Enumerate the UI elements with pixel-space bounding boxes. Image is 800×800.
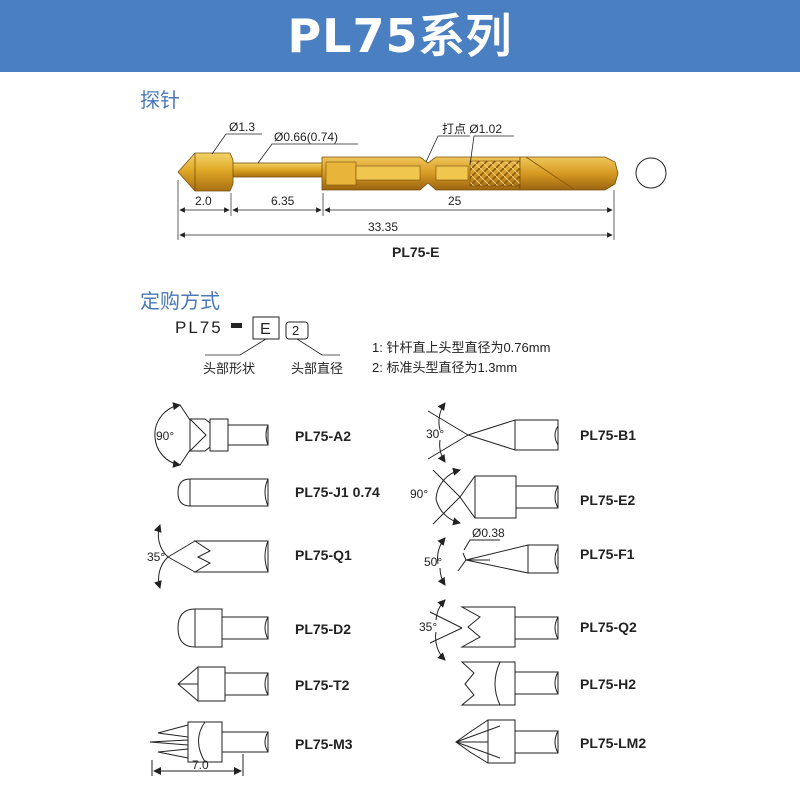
crown-spike-tip-icon xyxy=(149,721,269,776)
section-probe-heading: 探针 xyxy=(140,88,180,112)
tip-name-j1: PL75-J1 0.74 xyxy=(295,484,380,500)
flat-point-tip-icon xyxy=(437,537,559,586)
order-code-1: E xyxy=(260,321,271,338)
order-prefix: PL75 xyxy=(175,318,223,337)
angle-b1: 30° xyxy=(426,427,444,441)
chisel-tip-icon xyxy=(177,666,269,702)
tip-name-lm2: PL75-LM2 xyxy=(580,735,646,751)
tip-name-m3: PL75-M3 xyxy=(295,736,353,752)
flat-crown-tip-icon xyxy=(460,661,559,706)
cone-tip-icon xyxy=(154,402,269,468)
tip-name-t2: PL75-T2 xyxy=(295,677,350,693)
dim-m3-length: 7.0 xyxy=(192,758,209,772)
round-tip-icon xyxy=(177,478,269,507)
serrated-tip-icon xyxy=(153,524,269,589)
dim-press-point: 打点 Ø1.02 xyxy=(442,122,502,136)
dim-head-length: 2.0 xyxy=(195,194,212,208)
dim-f1-diameter: Ø0.38 xyxy=(472,526,505,540)
tip-name-h2: PL75-H2 xyxy=(580,676,636,692)
probe-top-dims xyxy=(211,133,514,166)
probe-drawing xyxy=(177,152,667,192)
order-note-1: 1: 针杆直上头型直径为0.76mm xyxy=(372,340,550,355)
tip-name-q1: PL75-Q1 xyxy=(295,547,352,563)
tip-name-e2: PL75-E2 xyxy=(580,492,635,508)
dim-barrel-length: 25 xyxy=(448,194,462,208)
order-code-2: 2 xyxy=(292,323,299,338)
end-view-circle xyxy=(635,157,667,189)
section-order-heading: 定购方式 xyxy=(140,289,220,313)
angle-q1: 35° xyxy=(147,550,165,564)
label-head-diameter: 头部直径 xyxy=(291,361,343,376)
dim-head-diameter: Ø1.3 xyxy=(229,120,255,134)
star-tip-icon xyxy=(455,719,559,764)
dim-shaft-diameter: Ø0.66(0.74) xyxy=(274,130,338,144)
probe-model-label: PL75-E xyxy=(392,244,439,260)
wide-cone-tip-icon xyxy=(432,467,559,526)
dim-plunger-length: 6.35 xyxy=(271,194,295,208)
angle-a2: 90° xyxy=(156,429,174,443)
crown-tip-icon xyxy=(429,599,559,661)
tip-name-d2: PL75-D2 xyxy=(295,621,351,637)
page-title: PL75系列 xyxy=(287,9,513,63)
needle-tip-icon xyxy=(427,402,559,463)
angle-q2: 35° xyxy=(419,620,437,634)
tip-name-f1: PL75-F1 xyxy=(580,546,635,562)
probe-bottom-dims xyxy=(177,180,615,240)
tip-name-b1: PL75-B1 xyxy=(580,427,636,443)
tip-name-a2: PL75-A2 xyxy=(295,428,351,444)
order-note-2: 2: 标准头型直径为1.3mm xyxy=(372,360,517,375)
angle-f1: 50° xyxy=(424,555,442,569)
title-banner xyxy=(0,0,800,72)
dome-tip-icon xyxy=(177,608,269,648)
angle-e2: 90° xyxy=(410,487,428,501)
tip-name-q2: PL75-Q2 xyxy=(580,619,637,635)
dim-total-length: 33.35 xyxy=(368,220,398,234)
order-dash xyxy=(231,323,242,328)
label-head-shape: 头部形状 xyxy=(203,361,255,376)
